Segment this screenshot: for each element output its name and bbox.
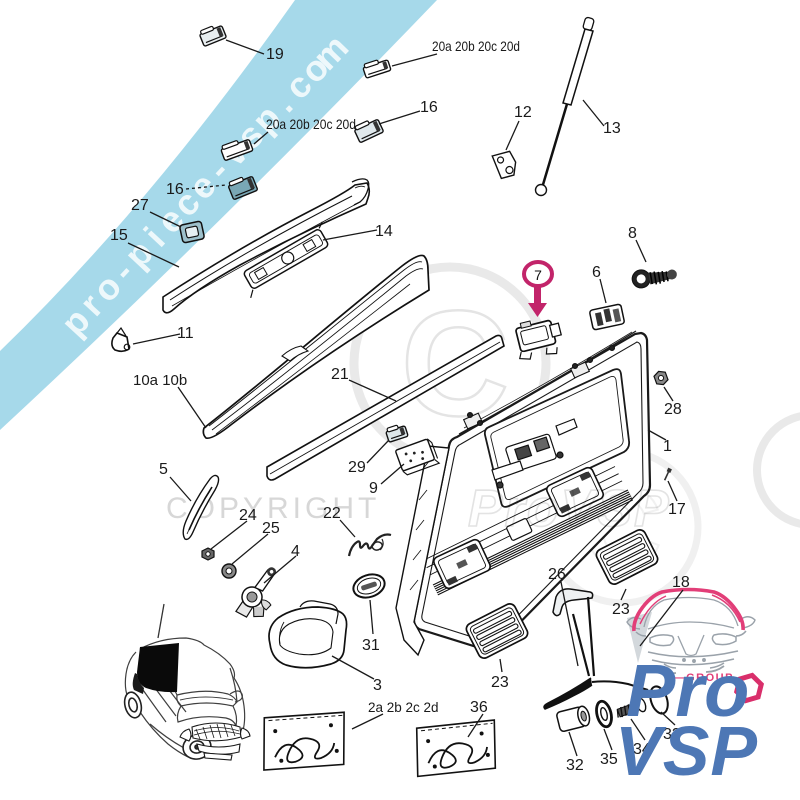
- svg-text:29: 29: [348, 459, 366, 476]
- svg-text:7: 7: [534, 267, 542, 283]
- svg-text:5: 5: [159, 461, 168, 478]
- svg-text:21: 21: [331, 366, 349, 383]
- svg-text:31: 31: [362, 637, 380, 654]
- svg-text:26: 26: [548, 566, 566, 583]
- svg-text:25: 25: [262, 520, 280, 537]
- svg-text:24: 24: [239, 507, 257, 524]
- svg-text:22: 22: [323, 505, 341, 522]
- svg-text:VSP: VSP: [615, 712, 758, 790]
- svg-text:27: 27: [131, 197, 149, 214]
- svg-text:20a 20b 20c 20d: 20a 20b 20c 20d: [266, 116, 356, 132]
- svg-text:2a 2b 2c 2d: 2a 2b 2c 2d: [368, 700, 439, 715]
- svg-text:28: 28: [664, 401, 682, 418]
- svg-text:17: 17: [668, 501, 686, 518]
- svg-text:—GROUP—: —GROUP—: [674, 672, 747, 684]
- svg-text:36: 36: [470, 699, 488, 716]
- svg-text:11: 11: [177, 325, 194, 342]
- svg-text:13: 13: [603, 120, 621, 137]
- svg-text:19: 19: [266, 46, 284, 63]
- svg-text:4: 4: [291, 543, 300, 560]
- svg-text:9: 9: [369, 480, 378, 497]
- svg-text:16: 16: [420, 99, 438, 116]
- svg-text:10a 10b: 10a 10b: [133, 372, 187, 389]
- svg-text:35: 35: [600, 751, 618, 768]
- svg-text:6: 6: [592, 264, 601, 281]
- svg-text:23: 23: [612, 601, 630, 618]
- svg-text:32: 32: [566, 757, 584, 774]
- svg-text:Pro: Pro: [626, 649, 749, 732]
- svg-text:3: 3: [373, 677, 382, 694]
- svg-text:20a 20b 20c 20d: 20a 20b 20c 20d: [432, 38, 520, 54]
- svg-text:1: 1: [663, 438, 672, 455]
- svg-text:12: 12: [514, 104, 532, 121]
- svg-text:8: 8: [628, 225, 637, 242]
- svg-text:18: 18: [672, 574, 690, 591]
- svg-text:15: 15: [110, 227, 128, 244]
- svg-text:16: 16: [166, 181, 184, 198]
- svg-text:34: 34: [633, 741, 651, 758]
- svg-text:ProVSP: ProVSP: [468, 480, 671, 538]
- svg-text:14: 14: [375, 223, 393, 240]
- svg-text:33: 33: [663, 726, 681, 743]
- svg-text:23: 23: [491, 674, 509, 691]
